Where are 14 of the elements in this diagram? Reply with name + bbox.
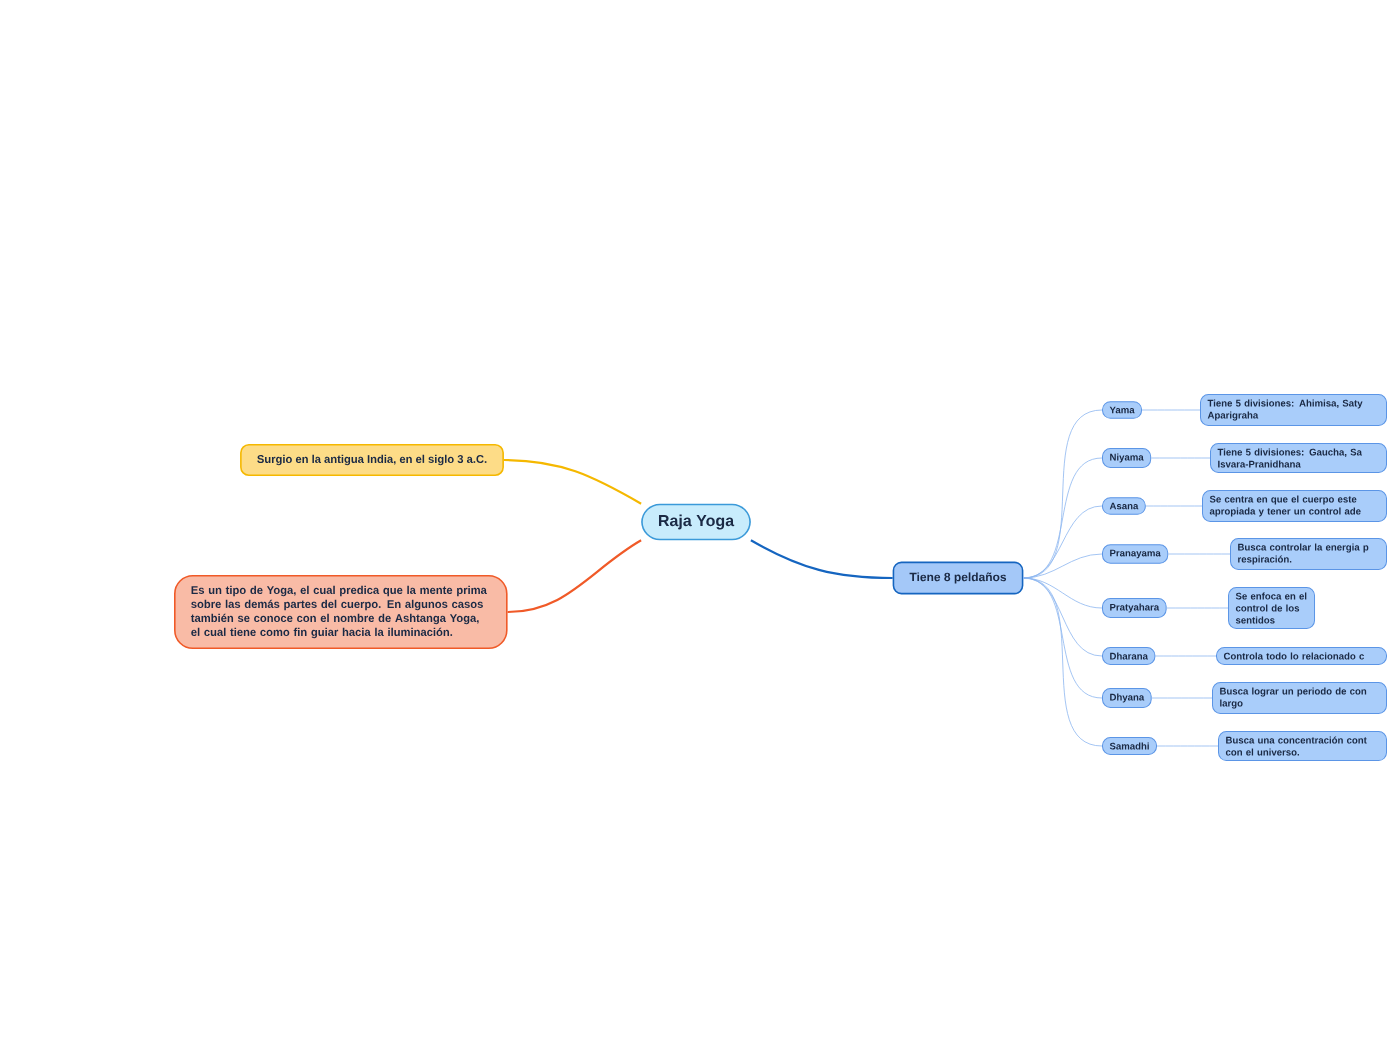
connector bbox=[1167, 553, 1231, 555]
connector bbox=[1155, 655, 1217, 657]
connector bbox=[1150, 457, 1211, 459]
connector bbox=[1023, 553, 1103, 579]
connector bbox=[1145, 505, 1203, 507]
connector bbox=[750, 539, 893, 580]
connector bbox=[1023, 577, 1103, 747]
connector bbox=[1141, 409, 1201, 411]
connector bbox=[507, 539, 642, 614]
topic-box: Raja Yoga bbox=[641, 503, 751, 541]
connector bbox=[1151, 697, 1213, 699]
connector bbox=[1166, 607, 1229, 609]
connector bbox=[1156, 745, 1219, 747]
connector bbox=[503, 458, 642, 505]
